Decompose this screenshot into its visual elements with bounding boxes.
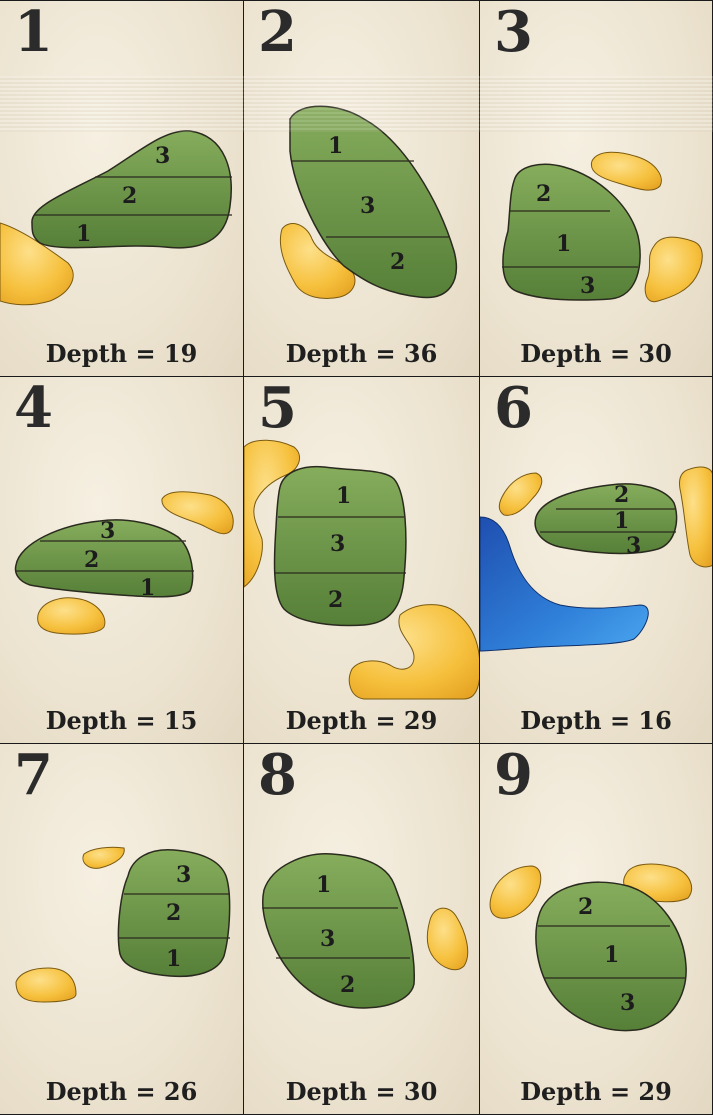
hole-card-3: 3 2 1 3 Depth = 30 (480, 0, 713, 377)
bunker (38, 598, 105, 634)
tier-label: 2 (328, 587, 343, 613)
hole-8-diagram: 1 3 2 (244, 744, 480, 1115)
tier-label: 1 (614, 508, 629, 534)
tier-label: 3 (100, 518, 115, 544)
hole-card-9: 9 2 1 3 Depth = 29 (480, 744, 713, 1115)
hole-card-7: 7 3 2 1 Depth = 26 (0, 744, 244, 1115)
tier-label: 3 (626, 533, 641, 559)
depth-label: Depth = 36 (244, 339, 479, 368)
depth-label: Depth = 30 (480, 339, 712, 368)
bunker (427, 908, 467, 970)
hole-2-diagram: 1 3 2 (244, 1, 480, 377)
hole-card-5: 5 1 3 2 Depth = 29 (244, 377, 480, 744)
hole-card-2: 2 1 3 2 Depth = 36 (244, 0, 480, 377)
bunker (490, 866, 541, 918)
green (535, 484, 676, 554)
depth-label: Depth = 19 (0, 339, 243, 368)
depth-label: Depth = 29 (244, 706, 479, 735)
tier-label: 1 (166, 946, 181, 972)
hole-3-diagram: 2 1 3 (480, 1, 713, 377)
tier-label: 1 (316, 872, 331, 898)
hole-1-diagram: 3 2 1 (0, 1, 244, 377)
tier-label: 2 (84, 547, 99, 573)
tier-label: 2 (536, 181, 551, 207)
tier-label: 1 (140, 575, 155, 601)
green (263, 854, 415, 1008)
hole-7-diagram: 3 2 1 (0, 744, 244, 1115)
tier-label: 3 (360, 193, 375, 219)
tier-label: 3 (330, 531, 345, 557)
tier-label: 1 (604, 942, 619, 968)
depth-label: Depth = 15 (0, 706, 243, 735)
tier-label: 2 (122, 183, 137, 209)
tier-label: 1 (556, 231, 571, 257)
depth-label: Depth = 26 (0, 1077, 243, 1106)
bunker (16, 968, 76, 1002)
tier-label: 2 (340, 972, 355, 998)
tier-label: 1 (76, 221, 91, 247)
hole-card-6: 6 2 1 3 Depth = 16 (480, 377, 713, 744)
tier-label: 2 (390, 249, 405, 275)
tier-label: 3 (155, 143, 170, 169)
tier-label: 2 (166, 900, 181, 926)
bunker (499, 473, 542, 515)
tier-label: 2 (614, 482, 629, 508)
hole-5-diagram: 1 3 2 (244, 377, 480, 744)
hole-6-diagram: 2 1 3 (480, 377, 713, 744)
depth-label: Depth = 30 (244, 1077, 479, 1106)
bunker (645, 237, 702, 302)
tier-label: 1 (336, 483, 351, 509)
hole-card-1: 1 3 2 1 Depth = 19 (0, 0, 244, 377)
hole-card-8: 8 1 3 2 Depth = 30 (244, 744, 480, 1115)
bunker (591, 152, 661, 190)
depth-label: Depth = 16 (480, 706, 712, 735)
hole-9-diagram: 2 1 3 (480, 744, 713, 1115)
bunker (679, 467, 713, 567)
tier-label: 3 (620, 990, 635, 1016)
tier-label: 3 (320, 926, 335, 952)
bunker (162, 492, 233, 534)
tier-label: 2 (578, 894, 593, 920)
tier-label: 1 (328, 133, 343, 159)
green (503, 164, 640, 300)
hole-4-diagram: 3 2 1 (0, 377, 244, 744)
tier-label: 3 (580, 273, 595, 299)
tier-label: 3 (176, 862, 191, 888)
hole-card-4: 4 3 2 1 Depth = 15 (0, 377, 244, 744)
bunker (83, 847, 124, 868)
depth-label: Depth = 29 (480, 1077, 712, 1106)
